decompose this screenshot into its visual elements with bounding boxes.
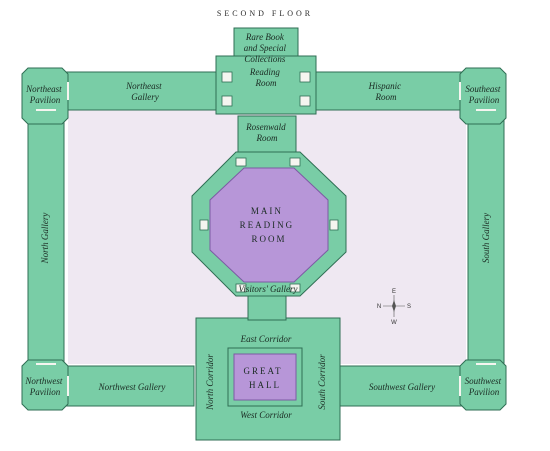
southwest-gallery-room[interactable] [337,365,471,407]
compass-e-label: E [392,289,396,295]
visitors-gallery-label: Visitors' Gallery [238,284,297,294]
detail-block [235,283,247,293]
great-hall-highlight [233,353,297,401]
great-hall-label: GREAT HALL [243,366,286,390]
northeast-pavilion-room[interactable] [21,67,69,125]
south-gallery-label: South Gallery [481,213,491,263]
detail-block [221,71,233,83]
floor-title: SECOND FLOOR [217,9,313,18]
east-corridor-label: East Corridor [240,334,292,344]
compass-star-icon [392,300,396,312]
hispanic-room-room[interactable] [311,71,471,111]
great-hall-inner-court [227,347,303,407]
southwest-gallery-label: Southwest Gallery [369,382,435,392]
northwest-gallery-room[interactable] [61,365,195,407]
rosenwald-room-label: Rosenwald Room [245,122,288,143]
compass-s-label: S [407,304,411,310]
rosenwald-room-room[interactable] [237,115,297,153]
detail-block [289,283,301,293]
northwest-gallery-label: Northwest Gallery [98,382,166,392]
detail-block [235,157,247,167]
southwest-pavilion-label: Southwest Pavilion [465,376,504,397]
north-gallery-label: North Gallery [40,213,50,265]
northeast-gallery-label: Northeast Gallery [125,81,164,102]
hispanic-room-label: Hispanic Room [368,81,404,102]
detail-block [289,157,301,167]
detail-block [221,95,233,107]
main-reading-room-highlight [209,167,329,283]
northeast-gallery-room[interactable] [61,71,223,111]
compass-rose: E W N S [377,289,411,326]
main-reading-room-label: MAIN READING ROOM [240,206,299,244]
northeast-pavilion-label: Northeast Pavilion [25,84,64,105]
compass-w-label: W [391,320,397,326]
detail-block [299,95,311,107]
detail-block [329,219,339,231]
detail-block [199,219,209,231]
northwest-pavilion-room[interactable] [21,359,69,411]
west-corridor-label: West Corridor [240,410,292,420]
northwest-pavilion-label: Northwest Pavilion [24,376,64,397]
rare-book-room-lower[interactable] [215,55,317,115]
rare-book-room-label: Rare Book and Special Collections Readin… [244,32,289,88]
detail-block [299,71,311,83]
compass-n-label: N [377,304,381,310]
south-corridor-label: South Corridor [317,354,327,410]
rare-book-room-upper[interactable] [233,27,299,57]
southeast-pavilion-label: Southeast Pavilion [465,84,502,105]
north-corridor-label: North Corridor [205,354,215,411]
